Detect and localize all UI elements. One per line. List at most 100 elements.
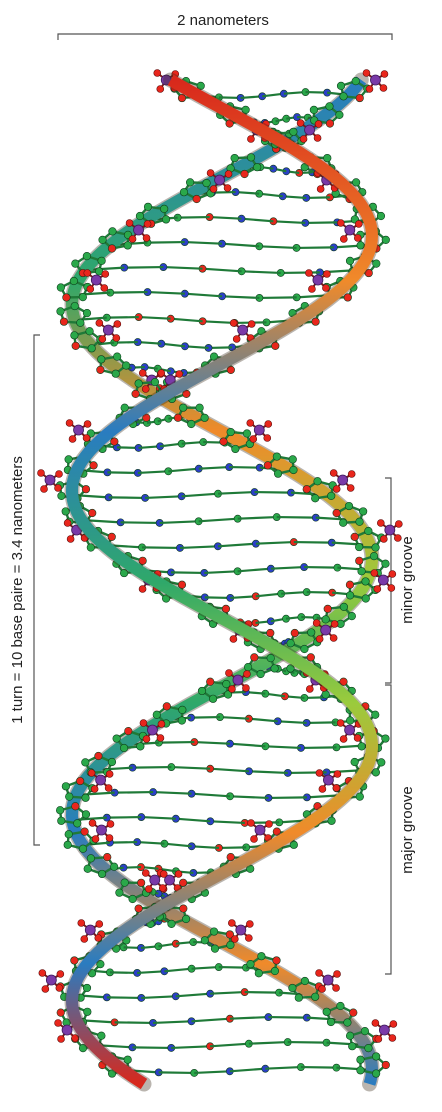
sugar-atom — [302, 485, 311, 494]
oxygen-atom — [104, 784, 113, 792]
sugar-atom — [71, 802, 80, 811]
base-bond — [171, 571, 205, 575]
oxygen-atom — [56, 970, 65, 978]
oxygen-atom — [263, 434, 272, 442]
oxygen-atom — [306, 685, 314, 693]
sugar-atom — [69, 276, 78, 286]
sugar-atom — [350, 757, 359, 767]
nucleotide-cluster — [56, 802, 91, 828]
base-bond — [237, 515, 277, 520]
sugar-atom — [208, 694, 218, 703]
sugar-atom — [372, 1052, 381, 1061]
phosphorus-atom — [312, 274, 324, 286]
base-bond — [229, 1067, 266, 1073]
nucleotide-cluster — [56, 301, 92, 327]
sugar-atom — [356, 241, 365, 250]
base-bond — [300, 1065, 337, 1069]
base-bond — [191, 965, 219, 970]
phosphorus-atom — [44, 474, 56, 486]
nucleotide-cluster — [246, 952, 281, 978]
sugar-atom — [360, 1027, 370, 1036]
oxygen-atom — [371, 1019, 380, 1027]
major-groove-bracket — [385, 684, 392, 975]
base-bond — [304, 565, 338, 569]
sugar-atom — [359, 507, 368, 516]
base-bond — [158, 1071, 195, 1075]
oxygen-atom — [159, 870, 168, 878]
sugar-atom — [225, 930, 234, 939]
sugar-atom — [336, 1001, 345, 1011]
oxygen-atom — [323, 270, 331, 278]
sugar-atom — [97, 256, 106, 265]
base-pair — [72, 1013, 350, 1027]
base-bond — [209, 215, 242, 220]
sugar-atom — [381, 734, 390, 743]
minor-groove-annotation: minor groove — [385, 477, 416, 684]
oxygen-atom — [138, 585, 147, 593]
nucleotide-cluster — [63, 819, 115, 853]
oxygen-atom — [250, 835, 258, 843]
base-bond — [137, 340, 162, 345]
sugar-atom — [98, 235, 107, 244]
nucleotide-cluster — [173, 403, 209, 429]
sugar-atom — [309, 105, 319, 114]
base-bond — [132, 765, 172, 769]
sugar-atom — [306, 653, 315, 662]
sugar-atom — [70, 301, 79, 311]
sugar-atom — [83, 1007, 92, 1016]
base-bond — [114, 1021, 154, 1025]
sugar-atom — [120, 403, 129, 412]
sugar-atom — [241, 105, 250, 114]
sugar-atom — [311, 992, 320, 1001]
phosphorus-atom — [235, 924, 247, 936]
oxygen-atom — [66, 535, 75, 543]
oxygen-atom — [395, 520, 403, 528]
sugar-atom — [253, 163, 262, 172]
base-bond — [248, 1040, 288, 1045]
oxygen-atom — [98, 335, 107, 343]
oxygen-atom — [142, 735, 151, 743]
oxygen-atom — [209, 185, 218, 193]
sugar-atom — [356, 1066, 365, 1075]
sugar-atom — [219, 437, 228, 446]
sugar-atom — [271, 341, 280, 350]
nucleotide-cluster — [345, 569, 397, 603]
oxygen-atom — [139, 719, 148, 727]
sugar-atom — [325, 119, 335, 128]
nucleotide-cluster — [179, 169, 233, 204]
sugar-atom — [179, 403, 188, 412]
base-bond — [300, 746, 337, 750]
oxygen-atom — [54, 1019, 62, 1027]
base-bond — [108, 496, 146, 500]
oxygen-atom — [128, 235, 137, 243]
sugar-atom — [152, 710, 161, 719]
sugar-atom — [57, 491, 66, 501]
base-bond — [141, 815, 176, 820]
sugar-atom — [256, 669, 265, 679]
sugar-atom — [345, 1031, 355, 1040]
sugar-atom — [246, 864, 255, 873]
base-bond — [109, 840, 138, 844]
sugar-atom — [311, 494, 320, 503]
base-bond — [137, 470, 169, 475]
sugar-atom — [108, 227, 117, 236]
sugar-atom — [377, 758, 386, 767]
sugar-atom — [134, 379, 143, 388]
base-bond — [259, 296, 297, 300]
nucleotide-cluster — [288, 969, 341, 1002]
nucleotide-cluster — [56, 269, 110, 302]
sugar-atom — [142, 413, 151, 422]
oxygen-atom — [394, 534, 402, 542]
oxygen-atom — [71, 1034, 79, 1042]
sugar-atom — [81, 810, 91, 819]
minor-groove-bracket — [385, 477, 392, 684]
sugar-atom — [364, 268, 373, 278]
oxygen-atom — [305, 269, 313, 277]
sugar-atom — [246, 960, 255, 969]
oxygen-atom — [82, 434, 91, 442]
sugar-atom — [78, 844, 88, 853]
base-pair — [81, 263, 363, 277]
oxygen-atom — [142, 234, 151, 242]
sugar-atom — [76, 776, 85, 786]
sugar-atom — [97, 1031, 106, 1040]
